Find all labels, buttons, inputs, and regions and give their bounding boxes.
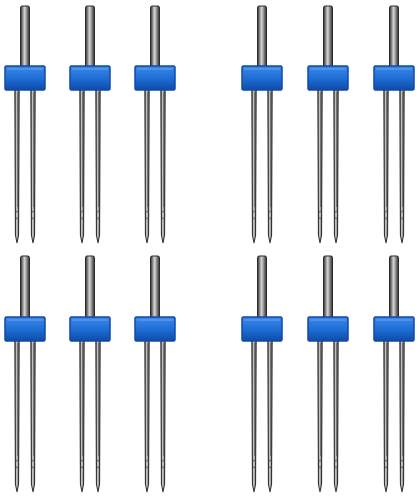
blue-bridge: [241, 65, 283, 91]
needle-eye: [145, 459, 149, 469]
blue-bridge: [69, 65, 111, 91]
needle-eye: [318, 210, 322, 220]
needle-blade: [399, 87, 405, 244]
needle-shank: [323, 5, 333, 69]
needle-shank: [323, 255, 333, 320]
blue-bridge: [4, 65, 46, 91]
blue-bridge: [241, 316, 283, 342]
needle-eye: [318, 459, 322, 469]
needle-eye: [252, 459, 256, 469]
needle-eye: [334, 210, 338, 220]
needle-shank: [85, 5, 95, 69]
needle-blade: [383, 338, 389, 493]
blue-bridge: [134, 316, 176, 342]
needle-blade: [14, 338, 20, 493]
needle-shank: [257, 5, 267, 69]
needle-eye: [384, 210, 388, 220]
needle-eye: [96, 459, 100, 469]
needle-blade: [30, 338, 36, 493]
needle-blade: [333, 338, 339, 493]
needle-eye: [80, 459, 84, 469]
twin-needle: [241, 5, 283, 244]
needle-blade: [317, 87, 323, 244]
blue-bridge: [69, 316, 111, 342]
needle-eye: [252, 210, 256, 220]
needle-shank: [20, 5, 30, 69]
needle-eye: [145, 210, 149, 220]
needle-shank: [150, 5, 160, 69]
needle-shank: [389, 5, 399, 69]
needle-blade: [383, 87, 389, 244]
needle-eye: [268, 459, 272, 469]
needle-shank: [20, 255, 30, 320]
twin-needle: [373, 5, 415, 244]
needle-eye: [31, 459, 35, 469]
twin-needle: [241, 255, 283, 493]
needle-blade: [79, 87, 85, 244]
needle-blade: [251, 338, 257, 493]
blue-bridge: [134, 65, 176, 91]
needle-shank: [257, 255, 267, 320]
needle-eye: [31, 210, 35, 220]
needle-blade: [144, 338, 150, 493]
blue-bridge: [307, 316, 349, 342]
twin-needle: [4, 255, 46, 493]
needle-blade: [160, 87, 166, 244]
twin-needle: [69, 5, 111, 244]
needle-eye: [161, 459, 165, 469]
needle-eye: [96, 210, 100, 220]
needle-blade: [333, 87, 339, 244]
needle-eye: [400, 210, 404, 220]
needle-blade: [160, 338, 166, 493]
needle-shank: [389, 255, 399, 320]
twin-needle: [4, 5, 46, 244]
needle-shank: [150, 255, 160, 320]
needle-blade: [30, 87, 36, 244]
blue-bridge: [4, 316, 46, 342]
needle-shank: [85, 255, 95, 320]
needle-eye: [15, 210, 19, 220]
needle-eye: [384, 459, 388, 469]
needle-blade: [251, 87, 257, 244]
needle-blade: [267, 338, 273, 493]
needle-eye: [400, 459, 404, 469]
needle-blade: [267, 87, 273, 244]
needle-eye: [268, 210, 272, 220]
needle-eye: [161, 210, 165, 220]
twin-needle: [134, 255, 176, 493]
needle-blade: [14, 87, 20, 244]
needle-blade: [317, 338, 323, 493]
twin-needle: [307, 255, 349, 493]
blue-bridge: [373, 316, 415, 342]
needle-eye: [15, 459, 19, 469]
twin-needle: [134, 5, 176, 244]
needle-eye: [80, 210, 84, 220]
needle-eye: [334, 459, 338, 469]
needle-blade: [95, 87, 101, 244]
blue-bridge: [373, 65, 415, 91]
needle-blade: [95, 338, 101, 493]
blue-bridge: [307, 65, 349, 91]
needle-blade: [79, 338, 85, 493]
twin-needle: [69, 255, 111, 493]
twin-needle: [307, 5, 349, 244]
needle-blade: [399, 338, 405, 493]
twin-needle: [373, 255, 415, 493]
needle-blade: [144, 87, 150, 244]
